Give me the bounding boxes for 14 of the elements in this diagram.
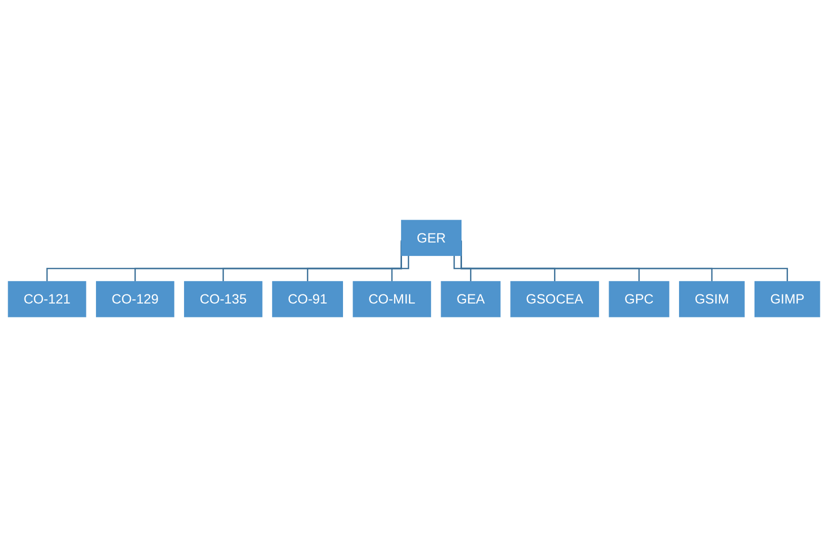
node-box [352,282,432,318]
node-box [184,282,262,318]
org-chart: GER CO-121 CO-129 CO-135 CO-91 CO-MIL GEA GSOCEA GPC GSIM GIMP [4,216,824,322]
connector [391,256,410,283]
connector [454,256,472,283]
node-box [510,282,600,318]
node-box [8,282,86,318]
node-box [272,282,343,318]
node-box [96,282,174,318]
node-box [440,282,501,318]
node-box [608,282,670,318]
node-box [401,220,462,256]
node-box [679,282,745,318]
node-box [754,282,820,318]
